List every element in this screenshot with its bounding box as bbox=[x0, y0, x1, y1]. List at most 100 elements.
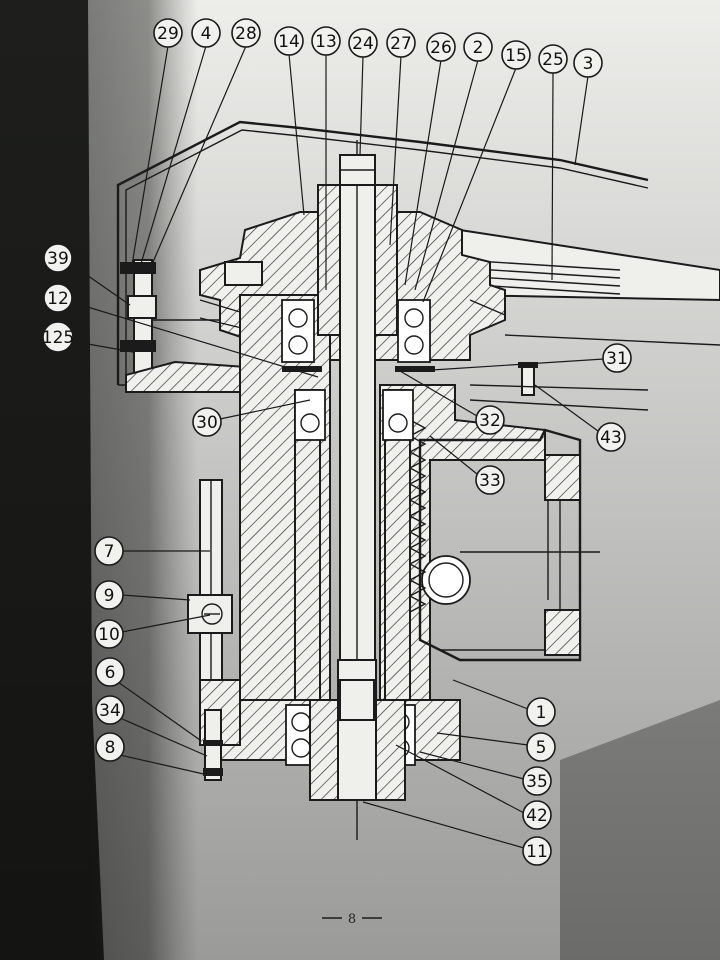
callout-circle bbox=[94, 619, 124, 649]
leader-line-6 bbox=[117, 681, 201, 741]
leader-line-125 bbox=[70, 340, 134, 353]
callout-circle bbox=[526, 732, 556, 762]
callout-24: 24 bbox=[348, 28, 378, 58]
leader-line-4 bbox=[139, 45, 207, 268]
callout-circle bbox=[463, 32, 493, 62]
callout-label: 26 bbox=[430, 38, 452, 58]
guard-bolt bbox=[521, 364, 535, 396]
leader-line-39 bbox=[70, 263, 131, 306]
callout-circle bbox=[153, 18, 183, 48]
callout-2: 2 bbox=[463, 32, 493, 62]
callout-label: 7 bbox=[104, 542, 115, 562]
leader-line-42 bbox=[395, 744, 525, 814]
callout-27: 27 bbox=[386, 28, 416, 58]
callout-3: 3 bbox=[573, 48, 603, 78]
callout-label: 9 bbox=[104, 586, 115, 606]
callout-label: 33 bbox=[479, 471, 501, 491]
leader-line-27 bbox=[389, 55, 402, 246]
callout-circle bbox=[95, 657, 125, 687]
callout-circle bbox=[475, 465, 505, 495]
callout-circle bbox=[94, 536, 124, 566]
leader-line-26 bbox=[404, 59, 442, 286]
callout-10: 10 bbox=[94, 619, 124, 649]
leader-line-14 bbox=[288, 53, 305, 216]
leader-line-9 bbox=[121, 594, 191, 601]
callout-label: 5 bbox=[536, 738, 547, 758]
callout-circle bbox=[43, 283, 73, 313]
callout-25: 25 bbox=[538, 44, 568, 74]
callout-33: 33 bbox=[475, 465, 505, 495]
callout-label: 31 bbox=[606, 349, 628, 369]
leader-line-30 bbox=[219, 399, 311, 420]
callout-circle bbox=[95, 732, 125, 762]
callout-circle bbox=[522, 766, 552, 796]
leader-line-1 bbox=[452, 679, 529, 710]
callout-8: 8 bbox=[95, 732, 125, 762]
leader-lines bbox=[70, 45, 605, 849]
callout-circle bbox=[596, 422, 626, 452]
callout-31: 31 bbox=[602, 343, 632, 373]
callout-label: 30 bbox=[196, 413, 218, 433]
callout-label: 32 bbox=[479, 411, 501, 431]
callout-28: 28 bbox=[231, 18, 261, 48]
leader-line-32 bbox=[399, 370, 478, 417]
callout-4: 4 bbox=[191, 18, 221, 48]
callout-43: 43 bbox=[596, 422, 626, 452]
leader-line-3 bbox=[574, 75, 589, 166]
callout-label: 125 bbox=[42, 328, 74, 348]
callout-label: 25 bbox=[542, 50, 564, 70]
callout-circle bbox=[42, 321, 74, 353]
leader-line-15 bbox=[422, 67, 517, 303]
callout-circle bbox=[602, 343, 632, 373]
callout-label: 2 bbox=[473, 38, 484, 58]
leader-line-25 bbox=[551, 71, 554, 281]
callout-14: 14 bbox=[274, 26, 304, 56]
callout-label: 27 bbox=[390, 34, 412, 54]
page-number: 8 bbox=[348, 912, 356, 927]
callout-circle bbox=[501, 40, 531, 70]
callout-label: 1 bbox=[536, 703, 547, 723]
lock-screw bbox=[201, 603, 223, 625]
callout-29: 29 bbox=[153, 18, 183, 48]
callout-circle bbox=[274, 26, 304, 56]
callout-26: 26 bbox=[426, 32, 456, 62]
callout-label: 35 bbox=[526, 772, 548, 792]
callout-circle bbox=[475, 405, 505, 435]
callout-15: 15 bbox=[501, 40, 531, 70]
leader-line-5 bbox=[436, 732, 529, 746]
callout-35: 35 bbox=[522, 766, 552, 796]
leader-line-33 bbox=[429, 435, 478, 475]
callout-circle bbox=[348, 28, 378, 58]
callout-circle bbox=[95, 695, 125, 725]
leader-line-10 bbox=[121, 614, 211, 633]
callout-label: 39 bbox=[47, 249, 69, 269]
callout-label: 3 bbox=[583, 54, 594, 74]
leader-line-11 bbox=[362, 801, 525, 849]
callout-label: 34 bbox=[99, 701, 121, 721]
upper-bearing-left bbox=[281, 299, 315, 363]
belt-guard-cover bbox=[116, 120, 649, 385]
callout-circle bbox=[43, 243, 73, 273]
leader-line-31 bbox=[431, 358, 605, 371]
callout-11: 11 bbox=[522, 836, 552, 866]
callout-circle bbox=[522, 800, 552, 830]
callout-label: 10 bbox=[98, 625, 120, 645]
callout-label: 43 bbox=[600, 428, 622, 448]
callout-circle bbox=[192, 407, 222, 437]
callout-34: 34 bbox=[95, 695, 125, 725]
callout-9: 9 bbox=[94, 580, 124, 610]
leader-line-12 bbox=[70, 301, 319, 378]
leader-line-43 bbox=[534, 384, 599, 432]
callout-label: 14 bbox=[278, 32, 300, 52]
callout-5: 5 bbox=[526, 732, 556, 762]
callout-circle bbox=[94, 580, 124, 610]
upper-bearing-right bbox=[397, 299, 431, 363]
callout-label: 4 bbox=[201, 24, 212, 44]
callout-circle bbox=[311, 26, 341, 56]
callout-label: 15 bbox=[505, 46, 527, 66]
callout-circle bbox=[191, 18, 221, 48]
leader-line-34 bbox=[119, 717, 208, 757]
